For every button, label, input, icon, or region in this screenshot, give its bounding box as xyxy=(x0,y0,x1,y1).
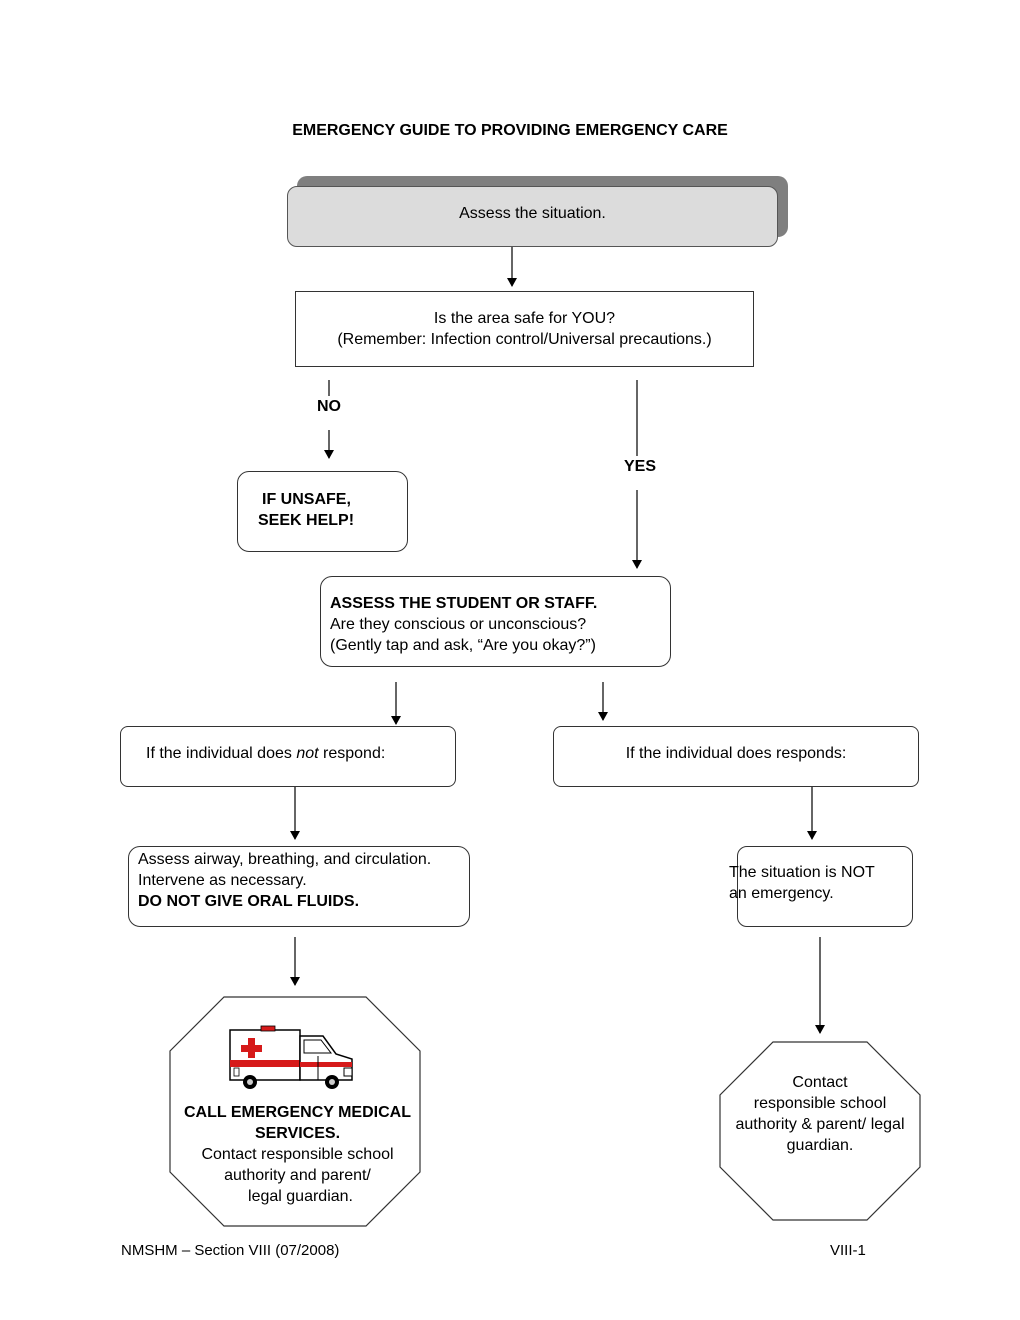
contact-line4: guardian. xyxy=(786,1137,854,1154)
node-unsafe: IF UNSAFE, SEEK HELP! xyxy=(237,471,408,552)
footer-right: VIII-1 xyxy=(830,1242,866,1259)
node-assess-situation: Assess the situation. xyxy=(287,186,778,247)
call-ems-line3: Contact responsible school xyxy=(201,1146,394,1163)
label-yes: YES xyxy=(624,458,657,475)
area-safe-reminder: (Remember: Infection control/Universal p… xyxy=(337,331,712,348)
unsafe-line2: SEEK HELP! xyxy=(258,512,355,529)
unsafe-line1: IF UNSAFE, xyxy=(262,491,351,508)
airway-line2: Intervene as necessary. xyxy=(138,872,307,889)
octagon-call-ems xyxy=(169,996,421,1227)
node-airway: Assess airway, breathing, and circulatio… xyxy=(128,846,470,927)
assess-student-question: Are they conscious or unconscious? xyxy=(330,616,587,633)
area-safe-question: Is the area safe for YOU? xyxy=(433,310,616,327)
responds-text: If the individual does responds: xyxy=(625,745,847,762)
assess-student-instruction: (Gently tap and ask, “Are you okay?”) xyxy=(330,637,596,654)
call-ems-line1: CALL EMERGENCY MEDICAL xyxy=(184,1104,411,1121)
airway-line1: Assess airway, breathing, and circulatio… xyxy=(138,851,432,868)
ambulance-icon xyxy=(229,1025,353,1089)
label-no: NO xyxy=(317,398,341,415)
contact-line2: responsible school xyxy=(753,1095,887,1112)
not-emergency-text: The situation is NOT an emergency. xyxy=(729,862,875,904)
contact-line3: authority & parent/ legal xyxy=(735,1116,905,1133)
node-assess-student: ASSESS THE STUDENT OR STAFF. Are they co… xyxy=(320,576,671,667)
assess-situation-text: Assess the situation. xyxy=(459,205,606,222)
not-respond-before: If the individual does xyxy=(146,745,297,762)
octagon-contact xyxy=(719,1041,921,1221)
not-respond-emphasis: not xyxy=(296,745,319,762)
contact-line1: Contact xyxy=(792,1074,848,1091)
call-ems-line2: SERVICES. xyxy=(254,1125,341,1142)
footer-left: NMSHM – Section VIII (07/2008) xyxy=(121,1242,340,1259)
contact-text: Contact responsible school authority & p… xyxy=(717,1072,923,1156)
call-ems-line4: authority and parent/ xyxy=(224,1167,371,1184)
call-ems-line5: legal guardian. xyxy=(248,1188,353,1205)
node-area-safe: Is the area safe for YOU? (Remember: Inf… xyxy=(295,291,754,367)
node-not-respond: If the individual does not respond: xyxy=(120,726,456,787)
call-ems-text: CALL EMERGENCY MEDICAL SERVICES. Contact… xyxy=(165,1102,430,1207)
airway-warning: DO NOT GIVE ORAL FLUIDS. xyxy=(138,893,360,910)
page-title: EMERGENCY GUIDE TO PROVIDING EMERGENCY C… xyxy=(292,122,728,139)
not-emergency-line2: an emergency. xyxy=(729,885,834,902)
node-responds: If the individual does responds: xyxy=(553,726,919,787)
not-respond-after: respond: xyxy=(318,745,386,762)
not-emergency-line1: The situation is NOT xyxy=(729,864,875,881)
assess-student-heading: ASSESS THE STUDENT OR STAFF. xyxy=(330,595,598,612)
node-not-emergency xyxy=(737,846,913,927)
